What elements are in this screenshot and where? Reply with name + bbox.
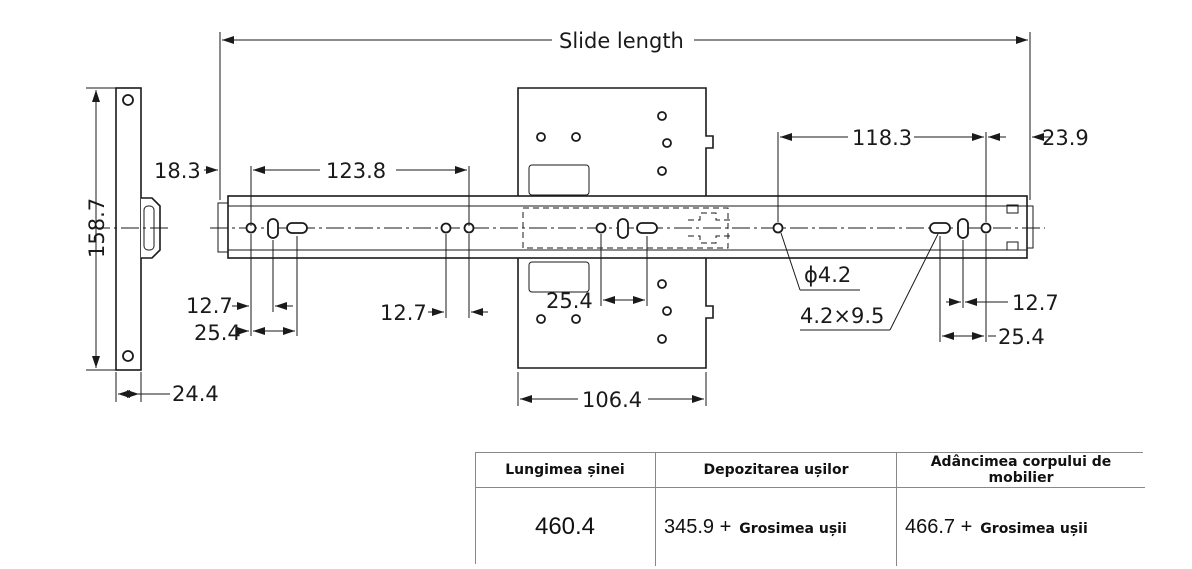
dim-25-4-right: 25.4	[998, 325, 1045, 349]
cell-cabinet-depth: 466.7 + Grosimea ușii	[897, 488, 1146, 567]
bottom-middle-dimensions: 12.7	[380, 234, 488, 325]
dim-24-4: 24.4	[172, 382, 219, 406]
top-right-dimensions: 118.3 23.9	[777, 126, 1089, 222]
cell-slide-length: 460.4	[475, 487, 656, 566]
header-cabinet-depth: Adâncimea corpului de mobilier	[896, 452, 1145, 488]
table-header-row: Lungimea șinei Depozitarea ușilor Adânci…	[475, 452, 1145, 488]
depth-value: 466.7 +	[905, 515, 973, 538]
hole-callouts: ϕ4.2 4.2×9.5	[780, 232, 939, 331]
dim-slot-4-2x9-5: 4.2×9.5	[800, 304, 884, 328]
dim-23-9: 23.9	[1042, 126, 1089, 150]
top-left-dimensions: 18.3 123.8	[154, 159, 470, 226]
dim-25-4-mid: 25.4	[546, 289, 593, 313]
cell-door-storage: 345.9 + Grosimea ușii	[655, 487, 897, 566]
bottom-right-dimensions: 12.7 25.4	[939, 234, 1059, 349]
dim-123-8: 123.8	[326, 159, 386, 183]
storage-value: 345.9 +	[664, 515, 732, 538]
slide-rail	[210, 195, 1045, 259]
bottom-left-dimensions: 12.7 25.4	[186, 234, 298, 345]
dim-12-7-right: 12.7	[1012, 291, 1059, 315]
table-row: 460.4 345.9 + Grosimea ușii 466.7 + Grosim…	[475, 487, 1146, 567]
dim-25-4-left: 25.4	[194, 321, 241, 345]
dim-18-3: 18.3	[154, 159, 201, 183]
depth-suffix: Grosimea ușii	[980, 520, 1088, 537]
dim-12-7-mid: 12.7	[380, 301, 427, 325]
header-slide-length: Lungimea șinei	[475, 452, 656, 488]
dim-slide-length: Slide length	[559, 29, 684, 53]
dim-12-7-left: 12.7	[186, 294, 233, 318]
plate-slot-dimension: 25.4	[546, 234, 648, 313]
storage-suffix: Grosimea ușii	[739, 520, 847, 537]
dim-118-3: 118.3	[852, 126, 912, 150]
side-view: 158.7 24.4	[85, 87, 219, 406]
slide-length-dimension: Slide length	[219, 29, 1031, 200]
spec-table: Lungimea șinei Depozitarea ușilor Adânci…	[475, 452, 1145, 566]
dim-phi-4-2: ϕ4.2	[804, 263, 851, 287]
header-door-storage: Depozitarea ușilor	[655, 452, 897, 488]
plate-width-dimension: 106.4	[517, 372, 707, 412]
dim-106-4: 106.4	[582, 388, 642, 412]
dim-158-7: 158.7	[85, 198, 109, 258]
